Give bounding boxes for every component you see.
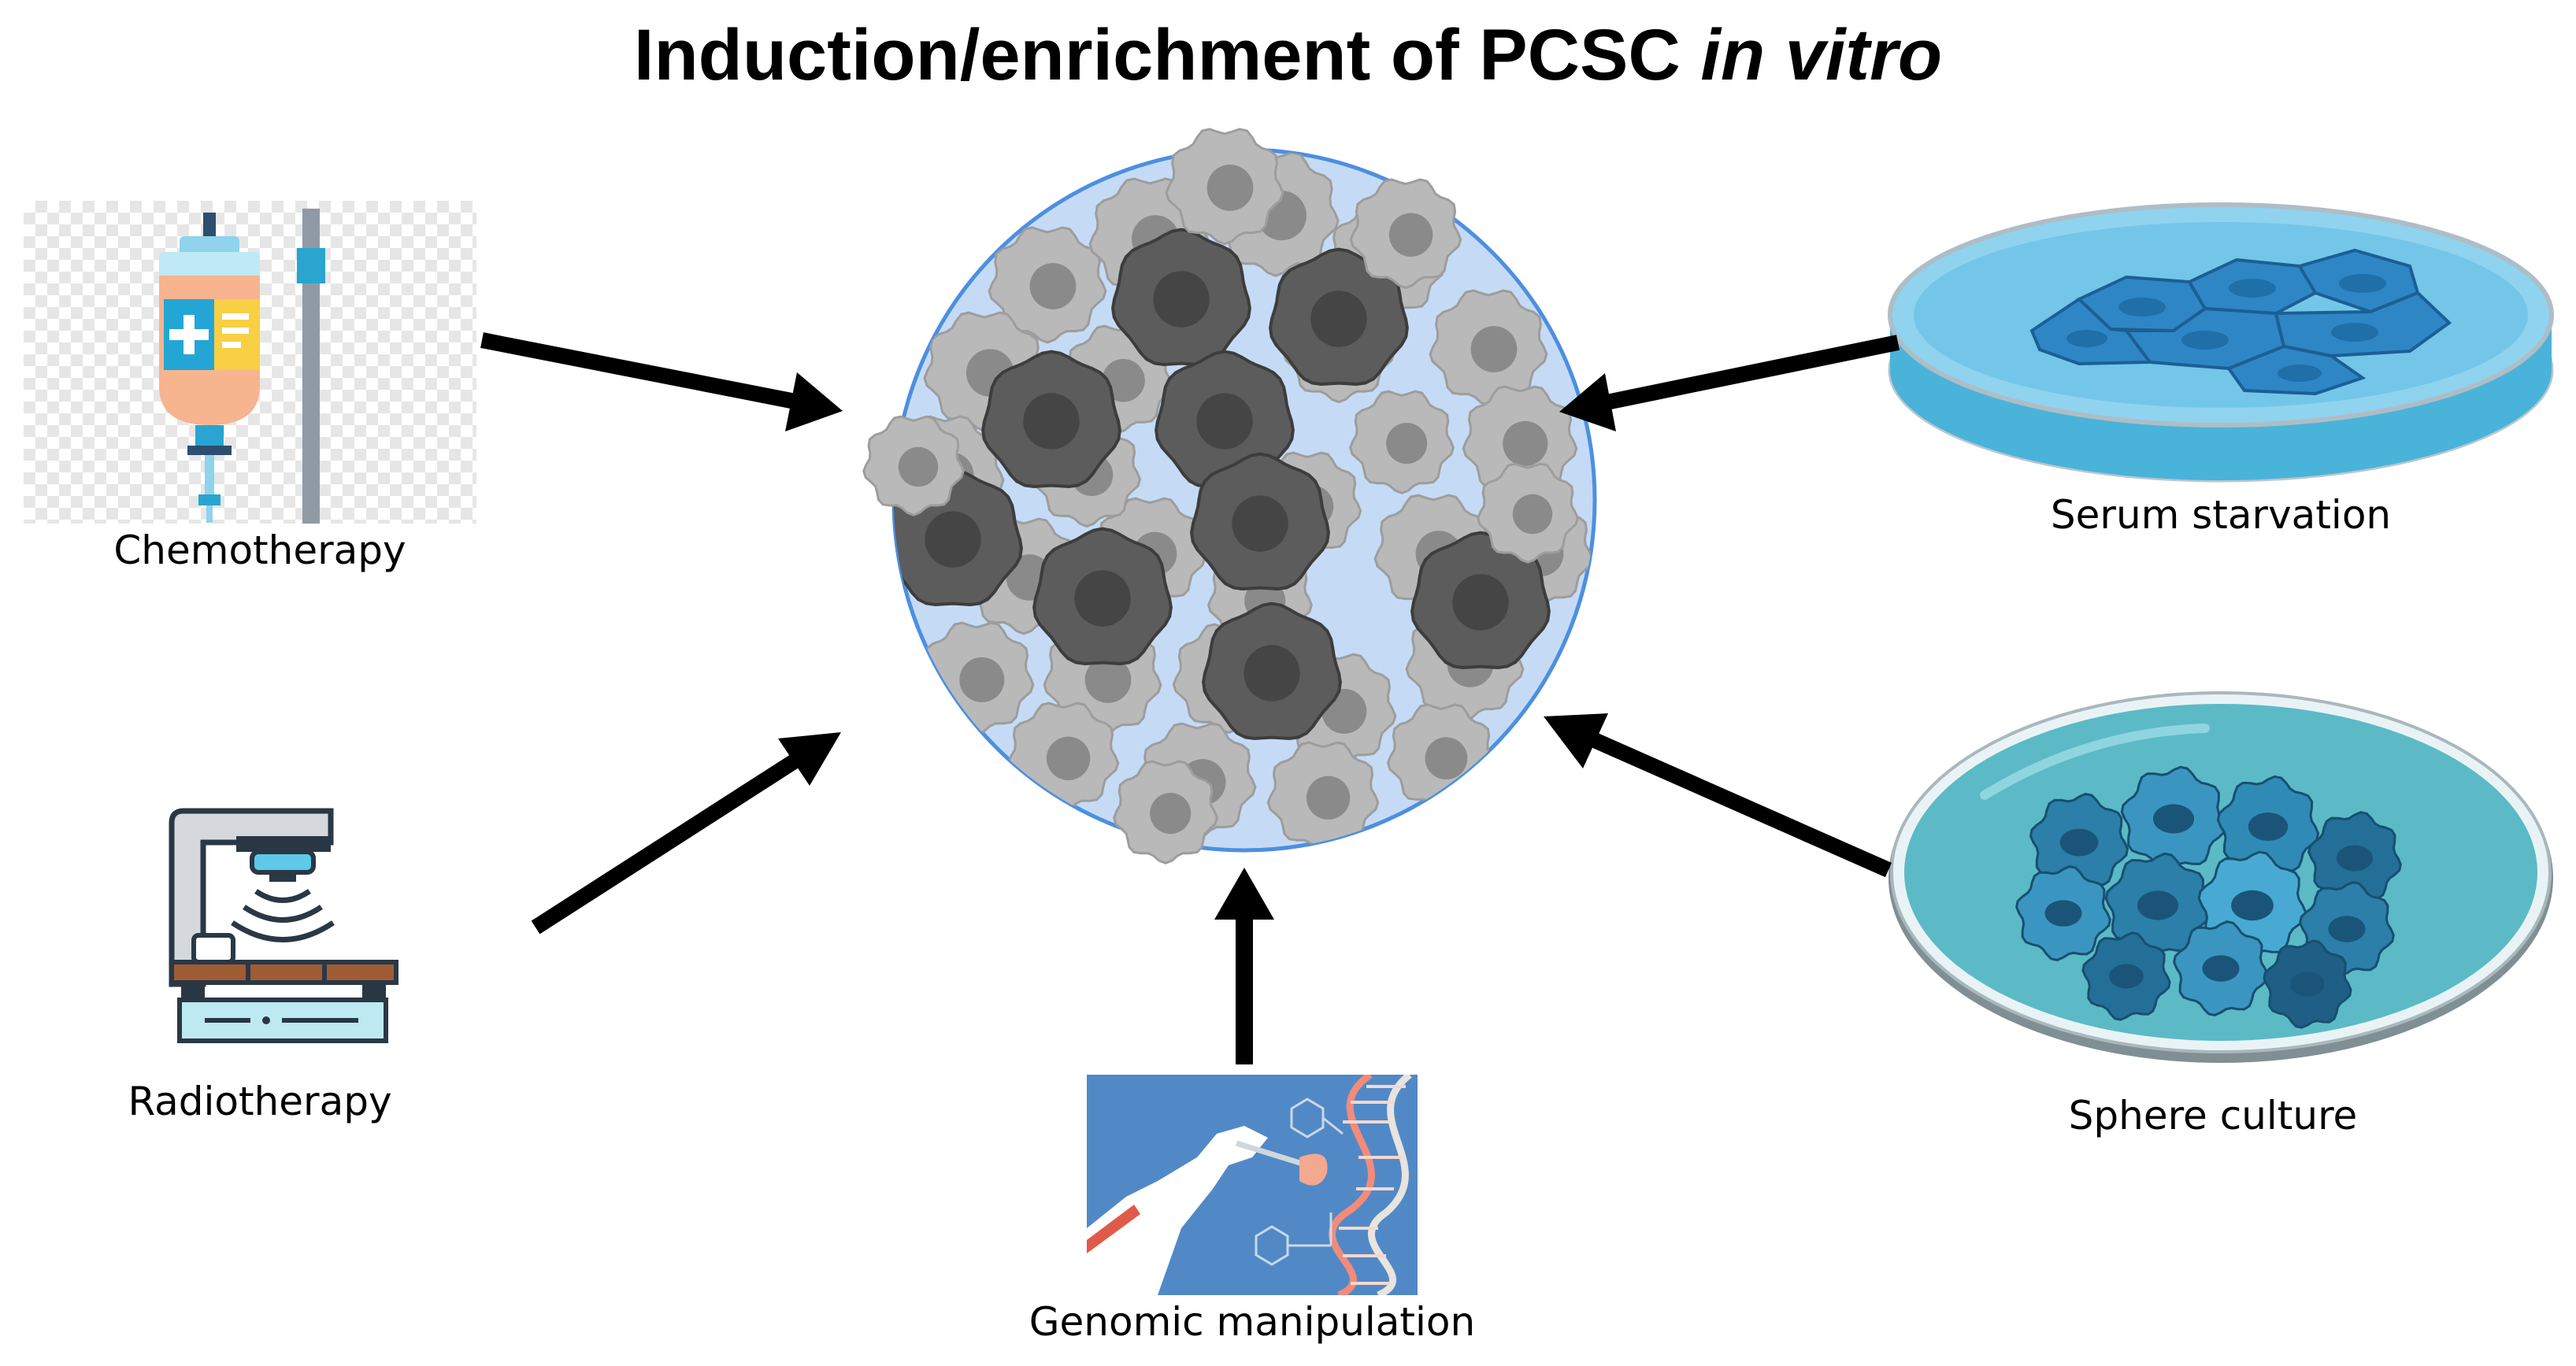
arrow-radiotherapy (531, 732, 841, 935)
cell-nucleus (1512, 494, 1553, 535)
cell-nucleus (1306, 776, 1351, 820)
cell-nucleus (1153, 271, 1210, 328)
cell-nucleus (2290, 972, 2325, 997)
sphere-culture-dish-icon (1888, 691, 2553, 1063)
label-sphere: Sphere culture (2068, 1093, 2358, 1138)
cell-nucleus (2202, 955, 2240, 982)
cell-nucleus (1452, 574, 1509, 631)
cell-nucleus (2109, 964, 2144, 989)
cell-nucleus (898, 446, 939, 487)
cell-nucleus (2137, 890, 2179, 920)
cell-nucleus (1046, 736, 1091, 781)
radiation-machine-icon (169, 808, 398, 1043)
cell-nucleus (2152, 804, 2195, 834)
cell-nucleus (1232, 495, 1288, 552)
cell-nucleus (959, 657, 1005, 702)
cell-nucleus (2231, 890, 2274, 921)
arrow-serum (1559, 335, 1900, 431)
cell-nucleus (1029, 263, 1077, 309)
cell-nucleus (1503, 420, 1548, 466)
cell-nucleus (1386, 423, 1428, 465)
cell-nucleus (2336, 845, 2374, 872)
cell-nucleus (1425, 737, 1468, 780)
gene-editing-icon (1087, 1075, 1418, 1295)
cell-nucleus (2248, 813, 2289, 841)
cell-nucleus (925, 511, 981, 568)
label-genomic: Genomic manipulation (1029, 1299, 1476, 1345)
cell-nucleus (1150, 793, 1192, 835)
iv-drip-bag-icon (24, 201, 476, 524)
cell-nucleus (1388, 213, 1433, 257)
title-italic: in vitro (1700, 15, 1943, 95)
petri-dish-icon (1888, 202, 2554, 483)
cell-nucleus (2059, 828, 2099, 857)
arrow-sphere (1544, 713, 1892, 878)
diagram-title: Induction/enrichment of PCSC in vitro (0, 14, 2576, 97)
cell-nucleus (1244, 645, 1300, 702)
arrow-genomic (1214, 868, 1274, 1064)
cell-nucleus (1310, 291, 1367, 347)
cell-cluster-icon (862, 128, 1597, 864)
cell-nucleus (1084, 657, 1132, 703)
title-main: Induction/enrichment of PCSC (633, 15, 1701, 95)
label-chemotherapy: Chemotherapy (113, 528, 406, 573)
label-serum: Serum starvation (2050, 492, 2392, 538)
cell-nucleus (1206, 165, 1254, 211)
cell-nucleus (2044, 900, 2082, 927)
cell-nucleus (1074, 570, 1131, 627)
cell-nucleus (1196, 393, 1253, 450)
label-radiotherapy: Radiotherapy (128, 1079, 392, 1124)
cell-nucleus (1470, 326, 1518, 372)
arrow-chemotherapy (480, 332, 843, 431)
cell-nucleus (1023, 393, 1080, 450)
cell-nucleus (2328, 916, 2366, 942)
